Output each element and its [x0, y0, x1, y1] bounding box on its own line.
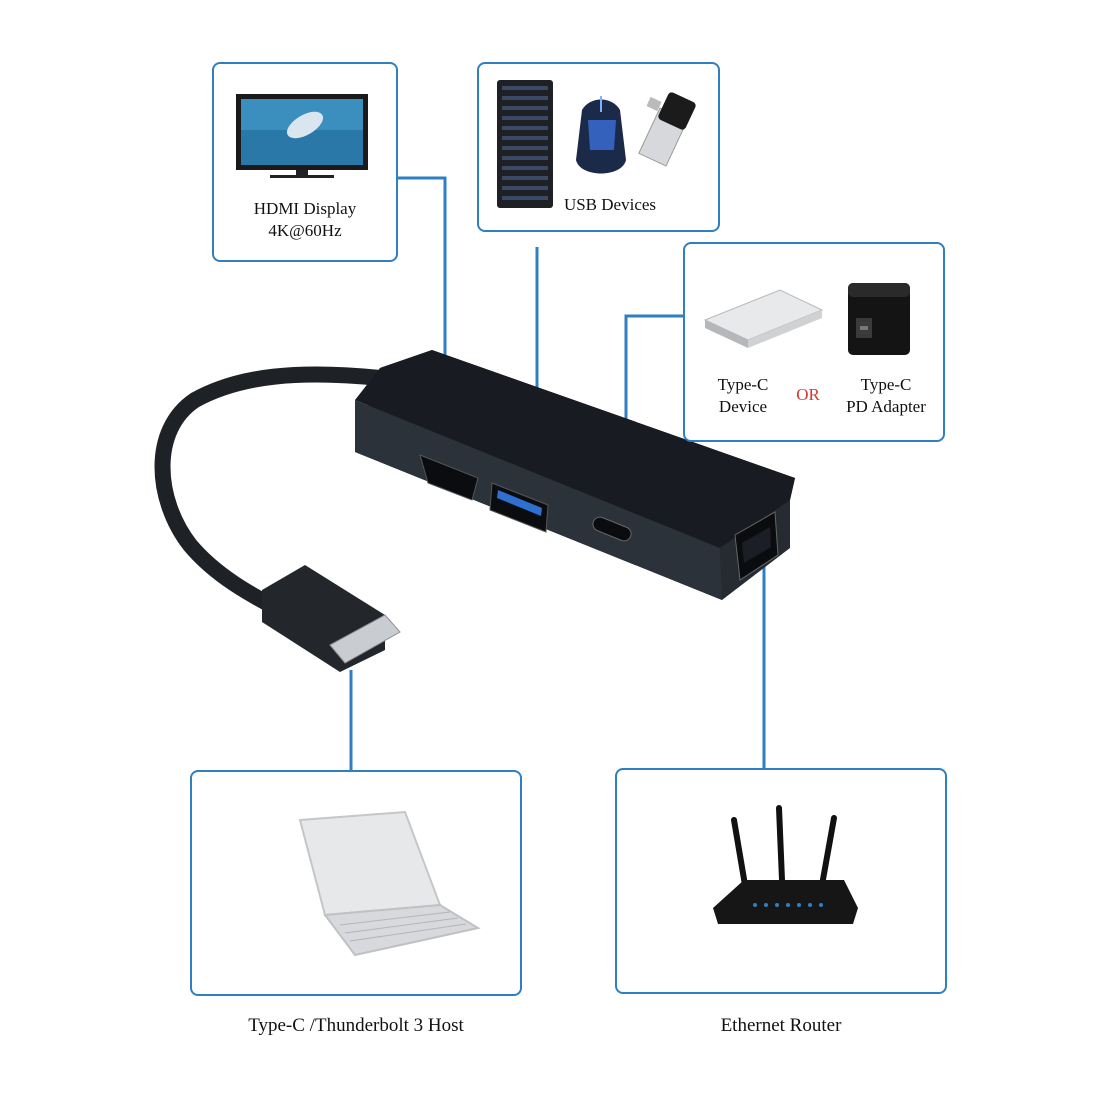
pd-adapter-line2: PD Adapter	[836, 396, 936, 418]
pd-adapter-label: Type-C PD Adapter	[836, 374, 936, 418]
router-label: Ethernet Router	[615, 1015, 947, 1037]
hdmi-label-line2: 4K@60Hz	[212, 220, 398, 242]
or-label: OR	[786, 384, 830, 406]
usb-devices-label: USB Devices	[555, 194, 665, 216]
usb-c-plug-housing	[262, 565, 385, 672]
type-c-device-line2: Device	[698, 396, 788, 418]
router-box	[615, 768, 947, 994]
hdmi-label-line1: HDMI Display	[212, 198, 398, 220]
type-c-device-label: Type-C Device	[698, 374, 788, 418]
host-label: Type-C /Thunderbolt 3 Host	[190, 1015, 522, 1037]
pd-adapter-line1: Type-C	[836, 374, 936, 396]
hdmi-label: HDMI Display 4K@60Hz	[212, 198, 398, 242]
host-box	[190, 770, 522, 996]
type-c-device-line1: Type-C	[698, 374, 788, 396]
